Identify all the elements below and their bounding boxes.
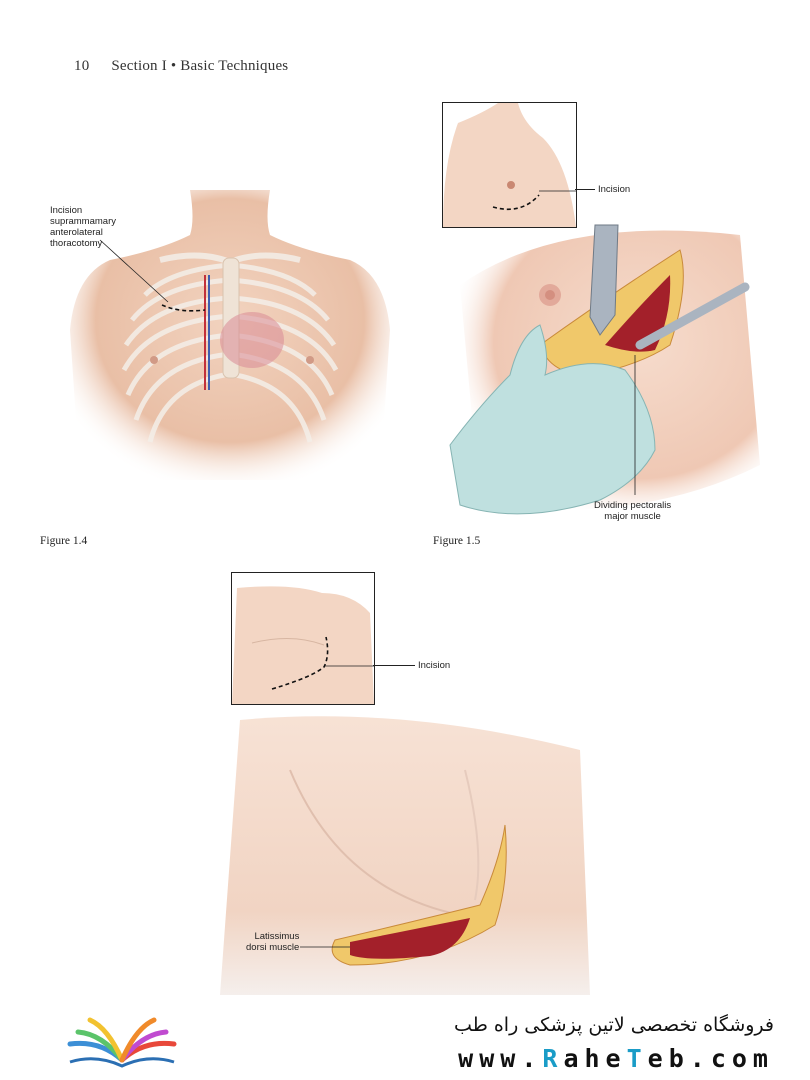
figure-1-4-caption: Figure 1.4 — [40, 535, 88, 547]
figure-1-6-muscle-label: Latissimus dorsi muscle — [246, 931, 300, 953]
latissimus-muscle — [350, 918, 470, 959]
cautery-instrument — [635, 282, 750, 350]
figure-1-5-caption: Figure 1.5 — [433, 535, 481, 547]
gloved-hand — [449, 324, 656, 515]
running-head: 10 Section I • Basic Techniques — [74, 58, 288, 75]
figure-1-5-muscle-label: Dividing pectoralis major muscle — [594, 500, 672, 522]
figure-1-5-illustration — [440, 205, 760, 525]
figure-1-6-illustration — [200, 710, 600, 995]
retractor — [589, 224, 619, 336]
nipple-left — [150, 356, 158, 364]
section-title: Section I • Basic Techniques — [111, 58, 289, 74]
nipple-right — [306, 356, 314, 364]
leader-line — [99, 239, 169, 303]
heart — [220, 312, 284, 368]
figure-1-6-inset — [231, 572, 375, 705]
figure-1-4-label: Incision suprammamary anterolateral thor… — [50, 205, 116, 249]
inset-leader-extension — [575, 189, 595, 190]
inset-leader-extension — [373, 665, 415, 666]
figure-1-6-inset-label: Incision — [418, 660, 451, 671]
incision-dashed-line — [161, 304, 206, 312]
inset-nipple — [507, 181, 515, 189]
inset-back-torso — [232, 586, 374, 704]
open-book-rainbow-logo — [60, 1010, 185, 1070]
store-url: www.RaheTeb.com — [458, 1044, 774, 1073]
store-name: فروشگاه تخصصی لاتین پزشکی راه طب — [454, 1014, 774, 1036]
figure-1-4-illustration — [40, 180, 420, 500]
figure-1-5-inset-label: Incision — [598, 184, 631, 195]
page-number: 10 — [74, 58, 90, 74]
axilla-skin — [220, 716, 590, 995]
inset-incision — [271, 636, 329, 690]
inset-torso — [443, 103, 576, 227]
figure-1-5-inset — [442, 102, 577, 228]
